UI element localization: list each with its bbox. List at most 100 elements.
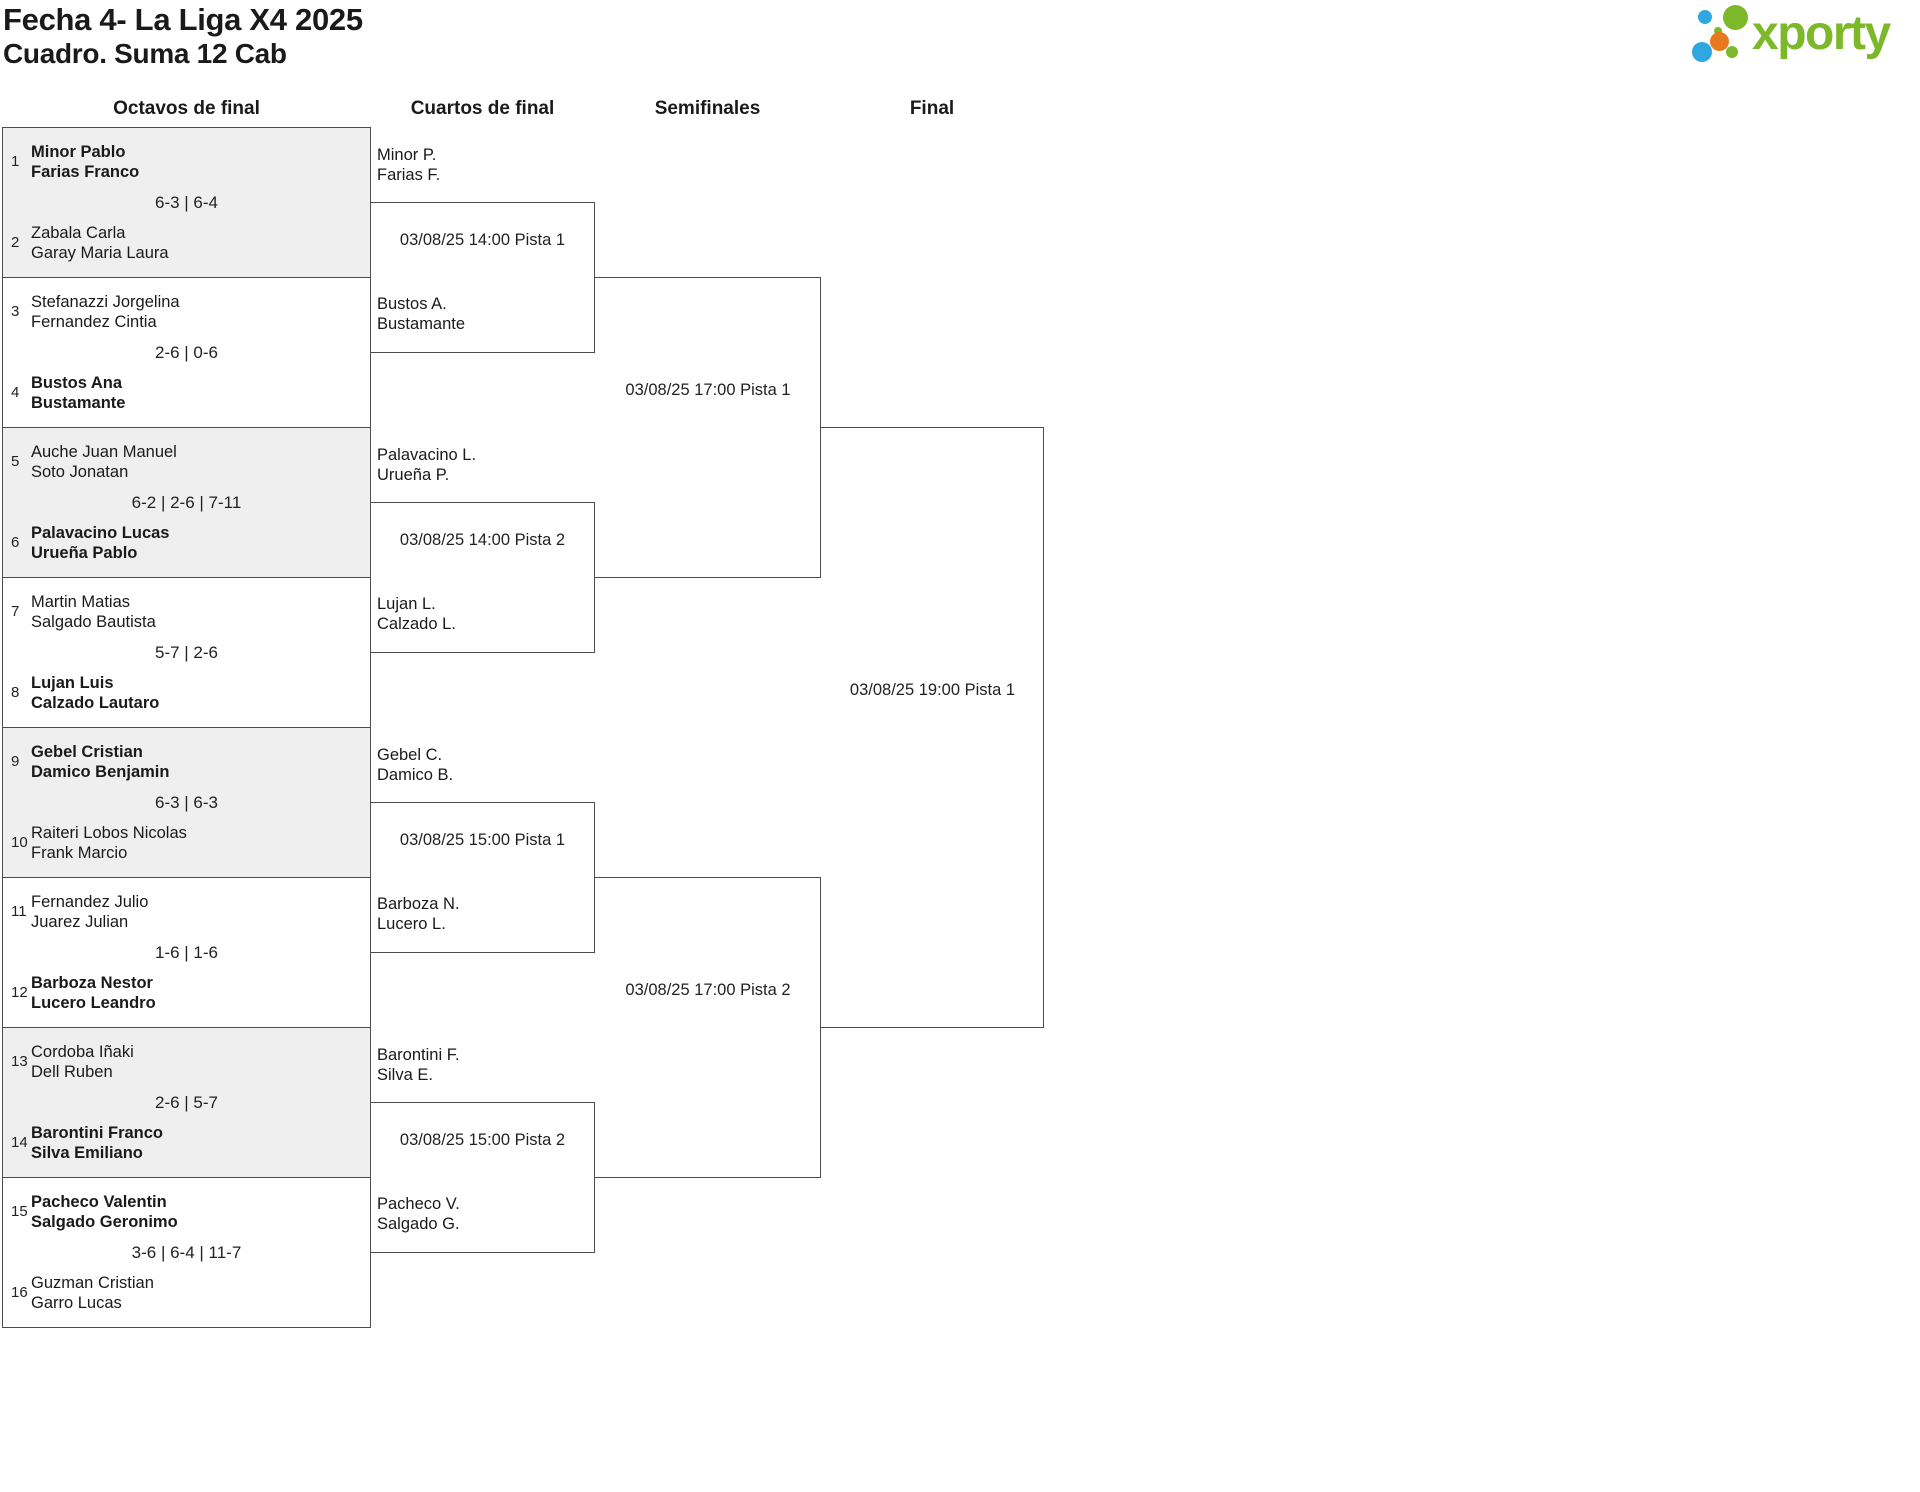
seed-number: 6 [11,534,20,551]
team-pair[interactable]: Martin Matias Salgado Bautista [31,592,364,632]
logo-dot-green-small-icon [1714,27,1722,35]
advancing-team[interactable]: Barontini F. Silva E. [377,1045,589,1085]
octavos-match-3: 5 Auche Juan Manuel Soto Jonatan 6-2 | 2… [2,427,371,578]
seed-number: 3 [11,303,20,320]
team-pair[interactable]: Fernandez Julio Juarez Julian [31,892,364,932]
semifinal-2-bracket [594,877,821,1178]
match-score: 5-7 | 2-6 [154,643,218,662]
player-name: Auche Juan Manuel [31,443,177,461]
player-name: Dell Ruben [31,1063,113,1081]
match-schedule: 03/08/25 17:00 Pista 1 [625,381,791,399]
match-schedule: 03/08/25 19:00 Pista 1 [849,681,1016,699]
logo-dot-blue-icon [1698,10,1712,24]
seed-number: 10 [11,834,28,851]
player-name: Martin Matias [31,593,131,611]
logo-dot-green-icon [1723,5,1748,30]
team-pair[interactable]: Lujan Luis Calzado Lautaro [31,673,364,713]
match-score: 2-6 | 5-7 [154,1093,218,1112]
player-name: Minor Pablo [31,143,126,161]
player-name: Palavacino L. [377,446,477,464]
player-name: Barboza Nestor [31,974,153,992]
player-name: Pacheco V. [377,1195,460,1213]
player-name: Palavacino Lucas [31,524,170,542]
octavos-match-5: 9 Gebel Cristian Damico Benjamin 6-3 | 6… [2,727,371,878]
player-name: Garay Maria Laura [31,244,169,262]
player-name: Lujan Luis [31,674,114,692]
match-score: 1-6 | 1-6 [154,943,218,962]
player-name: Bustamante [377,315,466,333]
team-pair[interactable]: Cordoba Iñaki Dell Ruben [31,1042,364,1082]
match-score: 6-3 | 6-3 [154,793,218,812]
team-pair[interactable]: Pacheco Valentin Salgado Geronimo [31,1192,364,1232]
player-name: Barontini F. [377,1046,460,1064]
advancing-team[interactable]: Pacheco V. Salgado G. [377,1194,589,1234]
advancing-team[interactable]: Barboza N. Lucero L. [377,894,589,934]
octavos-match-4: 7 Martin Matias Salgado Bautista 5-7 | 2… [2,577,371,728]
seed-number: 12 [11,984,28,1001]
player-name: Silva Emiliano [31,1144,143,1162]
player-name: Lujan L. [377,595,436,613]
player-name: Garro Lucas [31,1294,122,1312]
team-pair[interactable]: Stefanazzi Jorgelina Fernandez Cintia [31,292,364,332]
player-name: Lucero Leandro [31,994,156,1012]
page-title: Fecha 4- La Liga X4 2025 [3,2,363,37]
match-score: 6-2 | 2-6 | 7-11 [131,493,242,512]
round-header-cuartos: Cuartos de final [410,98,555,119]
match-score: 3-6 | 6-4 | 11-7 [131,1243,242,1262]
match-schedule: 03/08/25 15:00 Pista 1 [399,831,566,849]
semifinal-1-bracket [594,277,821,578]
seed-number: 8 [11,684,20,701]
player-name: Barboza N. [377,895,460,913]
advancing-team[interactable]: Gebel C. Damico B. [377,745,589,785]
octavos-match-8: 15 Pacheco Valentin Salgado Geronimo 3-6… [2,1177,371,1328]
player-name: Pacheco Valentin [31,1193,167,1211]
team-pair[interactable]: Zabala Carla Garay Maria Laura [31,223,364,263]
player-name: Urueña Pablo [31,544,138,562]
seed-number: 2 [11,234,20,251]
advancing-team[interactable]: Lujan L. Calzado L. [377,594,589,634]
seed-number: 13 [11,1053,28,1070]
seed-number: 14 [11,1134,28,1151]
player-name: Salgado G. [377,1215,460,1233]
player-name: Damico B. [377,766,454,784]
seed-number: 7 [11,603,20,620]
seed-number: 1 [11,153,20,170]
round-header-octavos: Octavos de final [113,98,260,119]
seed-number: 5 [11,453,20,470]
team-pair[interactable]: Palavacino Lucas Urueña Pablo [31,523,364,563]
match-score: 2-6 | 0-6 [154,343,218,362]
advancing-team[interactable]: Bustos A. Bustamante [377,294,589,334]
player-name: Raiteri Lobos Nicolas [31,824,187,842]
player-name: Gebel Cristian [31,743,143,761]
player-name: Guzman Cristian [31,1274,154,1292]
player-name: Zabala Carla [31,224,126,242]
player-name: Salgado Bautista [31,613,156,631]
team-pair[interactable]: Barontini Franco Silva Emiliano [31,1123,364,1163]
advancing-team[interactable]: Palavacino L. Urueña P. [377,445,589,485]
player-name: Stefanazzi Jorgelina [31,293,180,311]
player-name: Salgado Geronimo [31,1213,178,1231]
player-name: Barontini Franco [31,1124,164,1142]
xporty-logo[interactable]: xporty [1690,0,1920,70]
player-name: Frank Marcio [31,844,128,862]
player-name: Soto Jonatan [31,463,129,481]
player-name: Juarez Julian [31,913,129,931]
seed-number: 9 [11,753,20,770]
page-subtitle: Cuadro. Suma 12 Cab [3,38,287,69]
round-header-final: Final [909,98,955,119]
team-pair[interactable]: Guzman Cristian Garro Lucas [31,1273,364,1313]
team-pair[interactable]: Minor Pablo Farias Franco [31,142,364,182]
team-pair[interactable]: Gebel Cristian Damico Benjamin [31,742,364,782]
player-name: Gebel C. [377,746,443,764]
team-pair[interactable]: Auche Juan Manuel Soto Jonatan [31,442,364,482]
advancing-team[interactable]: Minor P. Farias F. [377,145,589,185]
player-name: Bustos Ana [31,374,123,392]
team-pair[interactable]: Bustos Ana Bustamante [31,373,364,413]
seed-number: 15 [11,1203,28,1220]
match-score: 6-3 | 6-4 [154,193,218,212]
logo-dot-blue-large-icon [1692,42,1712,62]
team-pair[interactable]: Raiteri Lobos Nicolas Frank Marcio [31,823,364,863]
team-pair[interactable]: Barboza Nestor Lucero Leandro [31,973,364,1013]
match-schedule: 03/08/25 14:00 Pista 1 [399,231,566,249]
